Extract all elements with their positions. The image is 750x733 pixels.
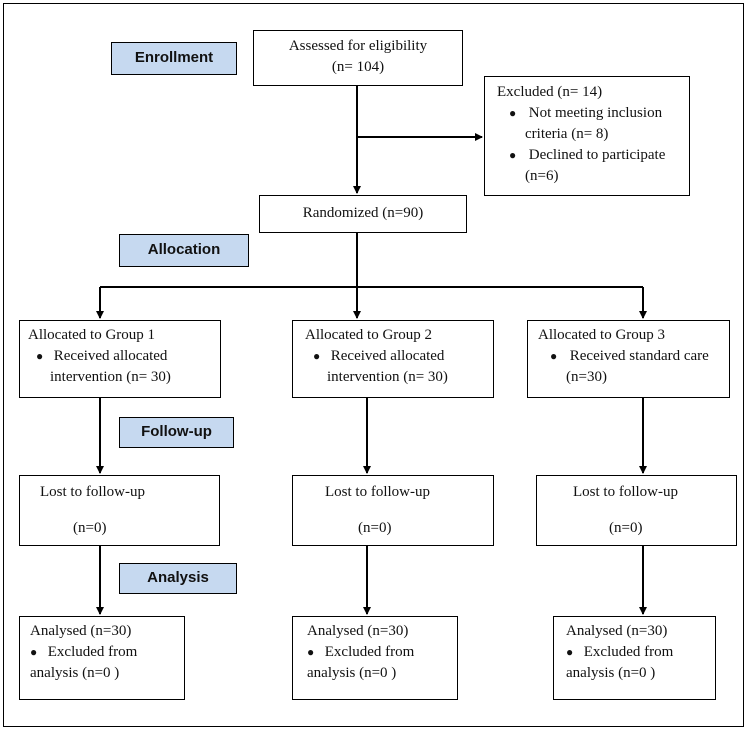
group3-allocated-box: Allocated to Group 3 Received standard c…	[527, 320, 730, 398]
group1-lost-label: Lost to follow-up	[40, 484, 145, 500]
assessed-label: Assessed for eligibility	[288, 38, 428, 54]
group1-allocated-title: Allocated to Group 1	[28, 327, 156, 343]
excluded-box: Excluded (n= 14) Not meeting inclusioncr…	[484, 76, 690, 196]
group1-allocated-box: Allocated to Group 1 Received allocatedi…	[19, 320, 221, 398]
group1-lost-count: (n=0)	[73, 520, 107, 536]
assessed-box: Assessed for eligibility (n= 104)	[253, 30, 463, 86]
group2-allocated-box: Allocated to Group 2 Received allocatedi…	[292, 320, 494, 398]
group3-analysed-title: Analysed (n=30)	[566, 623, 668, 639]
excluded-title: Excluded (n= 14)	[497, 84, 603, 100]
excluded-item: Declined to participate(n=6)	[497, 145, 681, 187]
group1-analysed-title: Analysed (n=30)	[30, 623, 132, 639]
stage-analysis: Analysis	[119, 563, 237, 594]
group3-lost-box: Lost to follow-up (n=0)	[536, 475, 737, 546]
stage-followup: Follow-up	[119, 417, 234, 448]
group2-analysed-title: Analysed (n=30)	[307, 623, 409, 639]
randomized-box: Randomized (n=90)	[259, 195, 467, 233]
stage-allocation: Allocation	[119, 234, 249, 267]
group2-lost-box: Lost to follow-up (n=0)	[292, 475, 494, 546]
group3-allocated-item: Received standard care(n=30)	[538, 346, 723, 388]
group3-lost-label: Lost to follow-up	[573, 484, 678, 500]
group1-lost-box: Lost to follow-up (n=0)	[19, 475, 220, 546]
group2-allocated-title: Allocated to Group 2	[305, 327, 433, 343]
group3-allocated-title: Allocated to Group 3	[538, 327, 666, 343]
assessed-count: (n= 104)	[331, 59, 385, 75]
group2-lost-count: (n=0)	[358, 520, 392, 536]
stage-enrollment: Enrollment	[111, 42, 237, 75]
group2-lost-label: Lost to follow-up	[325, 484, 430, 500]
group3-lost-count: (n=0)	[609, 520, 643, 536]
diagram-frame	[3, 3, 744, 727]
